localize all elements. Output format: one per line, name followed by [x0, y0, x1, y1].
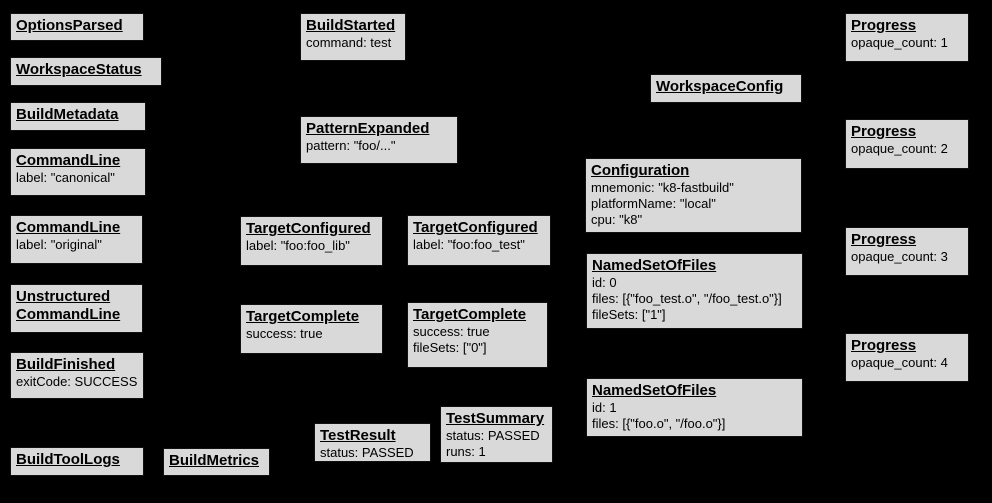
node-pattern-expanded: PatternExpanded pattern: "foo/..." [300, 116, 458, 164]
node-detail: id: 1 [592, 400, 617, 416]
node-detail: platformName: "local" [591, 196, 716, 212]
node-detail: opaque_count: 2 [851, 141, 948, 157]
node-detail: fileSets: ["1"] [592, 307, 666, 323]
node-target-configured-foo-lib: TargetConfigured label: "foo:foo_lib" [240, 216, 383, 266]
node-detail: exitCode: SUCCESS [16, 374, 138, 390]
node-detail: fileSets: ["0"] [413, 340, 487, 356]
node-detail: success: true [246, 326, 323, 342]
node-detail: files: [{"foo.o", "/foo.o"}] [592, 416, 726, 432]
node-detail: cpu: "k8" [591, 212, 643, 228]
node-title: BuildToolLogs [16, 451, 120, 468]
node-test-summary: TestSummary status: PASSED runs: 1 [440, 406, 553, 463]
node-title: OptionsParsed [16, 17, 123, 34]
node-title: Progress [851, 17, 917, 34]
node-title: NamedSetOfFiles [592, 257, 717, 274]
node-progress-4: Progress opaque_count: 4 [845, 333, 969, 382]
node-title: TargetComplete [246, 308, 360, 325]
node-detail: label: "foo:foo_lib" [246, 238, 350, 254]
node-detail: label: "foo:foo_test" [413, 237, 525, 253]
node-title: PatternExpanded [306, 120, 430, 137]
node-options-parsed: OptionsParsed [10, 13, 144, 41]
node-title: TestResult [320, 427, 396, 444]
node-title: Progress [851, 123, 917, 140]
node-title: Configuration [591, 162, 690, 179]
node-progress-3: Progress opaque_count: 3 [845, 227, 969, 276]
node-build-metrics: BuildMetrics [163, 448, 270, 476]
node-named-set-of-files-1: NamedSetOfFiles id: 1 files: [{"foo.o", … [586, 378, 803, 437]
node-title: TargetConfigured [413, 219, 538, 236]
node-command-line-original: CommandLine label: "original" [10, 215, 143, 264]
node-target-complete-foo-lib: TargetComplete success: true [240, 304, 383, 354]
node-title: BuildFinished [16, 356, 116, 373]
node-named-set-of-files-0: NamedSetOfFiles id: 0 files: [{"foo_test… [586, 253, 803, 329]
node-progress-2: Progress opaque_count: 2 [845, 119, 969, 169]
node-workspace-status: WorkspaceStatus [10, 57, 162, 86]
node-detail: status: PASSED [320, 445, 414, 461]
node-title: TargetConfigured [246, 220, 371, 237]
node-build-started: BuildStarted command: test [300, 13, 406, 61]
node-title: Progress [851, 337, 917, 354]
node-title: BuildStarted [306, 17, 396, 34]
node-title: WorkspaceStatus [16, 61, 142, 78]
node-workspace-config: WorkspaceConfig [650, 74, 802, 103]
node-title: CommandLine [16, 152, 121, 169]
node-title: Progress [851, 231, 917, 248]
node-title: CommandLine [16, 219, 121, 236]
node-detail: pattern: "foo/..." [306, 138, 396, 154]
node-title: TestSummary [446, 410, 545, 427]
node-detail: success: true [413, 324, 490, 340]
node-title: NamedSetOfFiles [592, 382, 717, 399]
node-unstructured-command-line: Unstructured CommandLine [10, 284, 143, 333]
node-detail: runs: 1 [446, 444, 486, 460]
node-detail: label: "original" [16, 237, 102, 253]
node-build-metadata: BuildMetadata [10, 102, 146, 131]
node-title: TargetComplete [413, 306, 527, 323]
node-configuration: Configuration mnemonic: "k8-fastbuild" p… [585, 158, 802, 233]
node-detail: mnemonic: "k8-fastbuild" [591, 180, 734, 196]
node-target-configured-foo-test: TargetConfigured label: "foo:foo_test" [407, 215, 551, 266]
node-detail: command: test [306, 35, 392, 51]
node-detail: files: [{"foo_test.o", "/foo_test.o"}] [592, 291, 782, 307]
node-command-line-canonical: CommandLine label: "canonical" [10, 148, 146, 196]
node-title: WorkspaceConfig [656, 78, 784, 95]
node-title: Unstructured CommandLine [16, 288, 121, 324]
node-detail: opaque_count: 4 [851, 355, 948, 371]
node-target-complete-foo-test: TargetComplete success: true fileSets: [… [407, 302, 548, 368]
node-detail: status: PASSED [446, 428, 540, 444]
node-title: BuildMetrics [169, 452, 260, 469]
node-build-tool-logs: BuildToolLogs [10, 447, 144, 476]
node-detail: label: "canonical" [16, 170, 115, 186]
node-progress-1: Progress opaque_count: 1 [845, 13, 969, 62]
node-detail: id: 0 [592, 275, 617, 291]
node-title: BuildMetadata [16, 106, 119, 123]
node-build-finished: BuildFinished exitCode: SUCCESS [10, 352, 144, 399]
node-detail: opaque_count: 1 [851, 35, 948, 51]
node-test-result: TestResult status: PASSED [314, 423, 431, 462]
node-detail: opaque_count: 3 [851, 249, 948, 265]
